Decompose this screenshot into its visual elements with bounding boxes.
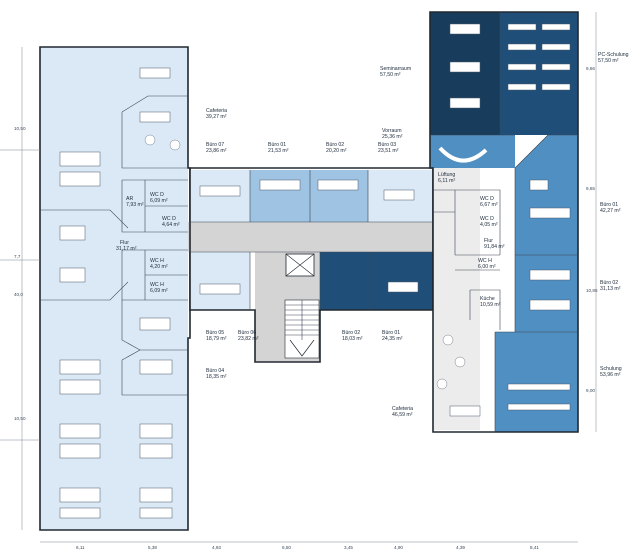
room-buero06-floor: [190, 252, 250, 310]
area-flur-west: 31,17 m²: [116, 246, 137, 252]
label-vorraum: Vorraum: [382, 128, 402, 134]
west-partition-bottom: [121, 300, 188, 396]
dim-bottom-3: 4,93: [212, 545, 221, 550]
label-buero03: Büro 03: [378, 142, 396, 148]
area-flur-east: 91,84 m²: [484, 244, 505, 250]
dimension-lines: [0, 12, 597, 543]
label-buero01-top: Büro 01: [268, 142, 286, 148]
room-seminarraum-floor: [430, 12, 500, 135]
label-kueche: Küche: [480, 296, 495, 302]
area-buero06: 23,82 m²: [238, 336, 259, 342]
dim-right-1: 9,66: [586, 66, 595, 71]
dim-bottom-6: 4,90: [394, 545, 403, 550]
label-wcd-west-2: WC D: [162, 216, 176, 222]
dim-left-3: 40,0: [14, 292, 23, 297]
area-cafeteria-west: 39,27 m²: [206, 114, 227, 120]
label-buero02-east: Büro 02: [600, 280, 618, 286]
label-pc-schulung: PC-Schulung: [598, 52, 629, 58]
central-partitions: [190, 170, 433, 310]
west-partition-cafeteria: [121, 95, 188, 169]
dim-bottom-8: 8,41: [530, 545, 539, 550]
label-schulung: Schulung: [600, 366, 622, 372]
label-seminarraum: Seminarraum: [380, 66, 411, 72]
dim-bottom-1: 6,11: [76, 545, 85, 550]
dim-bottom-4: 6,50: [282, 545, 291, 550]
furniture: [59, 23, 571, 519]
area-wcd-east-1: 6,67 m²: [480, 202, 498, 208]
room-pc-schulung-floor: [500, 12, 578, 135]
area-buero01-bottom: 24,35 m²: [382, 336, 403, 342]
label-wch-west-1: WC H: [150, 258, 164, 264]
area-wcd-east-2: 4,05 m²: [480, 222, 498, 228]
area-buero01-top: 21,53 m²: [268, 148, 289, 154]
west-wing-outline: [39, 46, 191, 531]
dim-right-4: 9,00: [586, 388, 595, 393]
label-wcd-east-1: WC D: [480, 196, 494, 202]
label-buero02-bottom: Büro 02: [342, 330, 360, 336]
area-wcd-west-1: 6,09 m²: [150, 198, 168, 204]
area-wch-west-1: 4,20 m²: [150, 264, 168, 270]
east-partitions: [430, 12, 578, 432]
area-buero01-east: 42,27 m²: [600, 208, 621, 214]
area-lueftung: 6,11 m²: [438, 178, 455, 184]
label-flur-west: Flur: [120, 240, 129, 246]
area-seminarraum: 57,50 m²: [380, 72, 401, 78]
dim-left-4: 10,50: [14, 416, 26, 421]
label-wch-east: WC H: [478, 258, 492, 264]
room-buero01-bottom-floor: [370, 252, 433, 310]
label-buero01-bottom: Büro 01: [382, 330, 400, 336]
label-wcd-west-1: WC D: [150, 192, 164, 198]
label-buero02-top: Büro 02: [326, 142, 344, 148]
staircase: [284, 299, 320, 359]
area-buero04: 18,35 m²: [206, 374, 227, 380]
label-buero07: Büro 07: [206, 142, 224, 148]
area-buero03: 23,51 m²: [378, 148, 399, 154]
label-cafeteria-west: Cafeteria: [206, 108, 227, 114]
area-wcd-west-2: 4,64 m²: [162, 222, 180, 228]
room-buero02-bottom-floor: [320, 252, 370, 310]
area-wch-east: 6,00 m²: [478, 264, 496, 270]
room-buero01-top-floor: [250, 170, 310, 222]
dim-left-1: 10,50: [14, 126, 26, 131]
label-buero01-east: Büro 01: [600, 202, 618, 208]
dim-right-3: 10,85: [586, 288, 598, 293]
area-buero05: 18,79 m²: [206, 336, 227, 342]
label-ar: AR: [126, 196, 133, 202]
dim-bottom-7: 4,39: [456, 545, 465, 550]
area-ar: 7,93 m²: [126, 202, 144, 208]
room-buero01-east-floor: [515, 135, 578, 255]
label-buero06: Büro 06: [238, 330, 256, 336]
elevator-cross: [285, 253, 315, 277]
area-buero07: 23,86 m²: [206, 148, 227, 154]
label-wch-west-2: WC H: [150, 282, 164, 288]
label-buero04: Büro 04: [206, 368, 224, 374]
area-buero02-bottom: 18,03 m²: [342, 336, 363, 342]
room-buero02-east-floor: [515, 255, 578, 332]
room-vorraum-floor: [430, 135, 515, 168]
room-schulung-floor: [495, 332, 578, 432]
label-buero05: Büro 05: [206, 330, 224, 336]
label-wcd-east-2: WC D: [480, 216, 494, 222]
area-vorraum: 25,36 m²: [382, 134, 403, 140]
dim-right-2: 9,65: [586, 186, 595, 191]
label-lueftung: Lüftung: [438, 172, 455, 178]
label-cafeteria-east: Cafeteria: [392, 406, 413, 412]
dim-bottom-2: 5,38: [148, 545, 157, 550]
east-wing-outline: [429, 11, 579, 433]
room-buero02-top-floor: [310, 170, 368, 222]
central-corridor: [188, 222, 433, 252]
dim-left-2: 7,7: [14, 254, 21, 259]
dim-bottom-5: 3,45: [344, 545, 353, 550]
area-schulung: 53,96 m²: [600, 372, 621, 378]
east-wing-grey-floor: [433, 168, 480, 430]
area-wch-west-2: 6,09 m²: [150, 288, 168, 294]
area-cafeteria-east: 46,59 m²: [392, 412, 413, 418]
area-buero02-top: 20,20 m²: [326, 148, 347, 154]
area-buero02-east: 31,13 m²: [600, 286, 621, 292]
label-flur-east: Flur: [484, 238, 493, 244]
area-pc-schulung: 57,50 m²: [598, 58, 619, 64]
area-kueche: 10,59 m²: [480, 302, 501, 308]
